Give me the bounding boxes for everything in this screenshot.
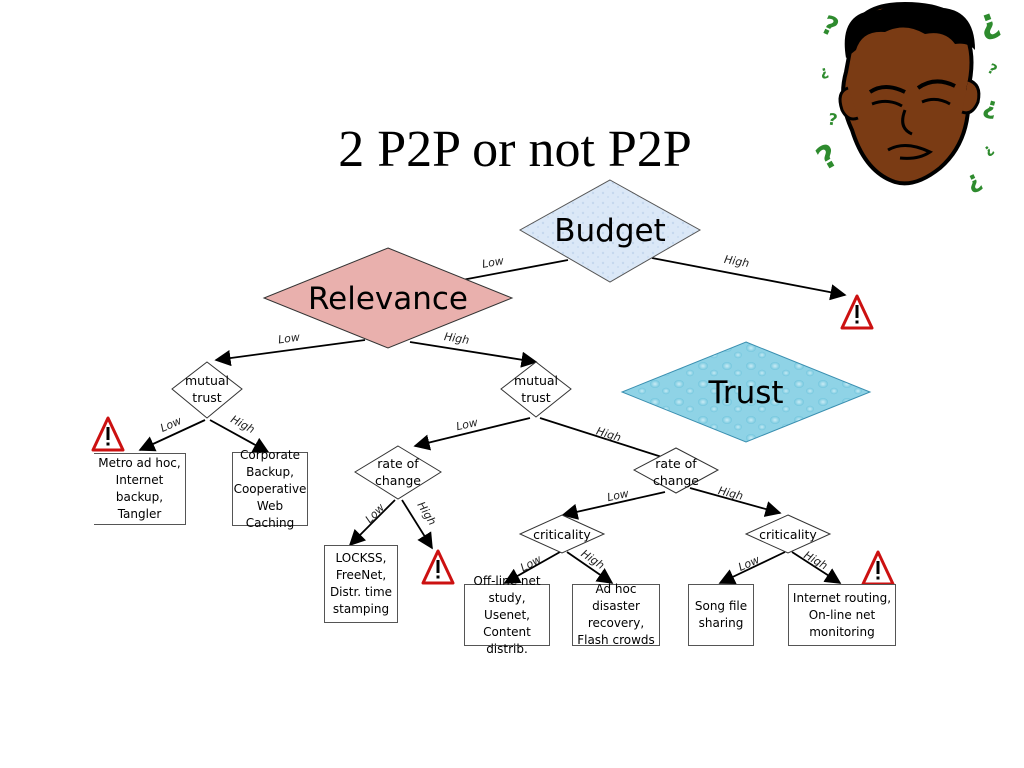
edge-roc-left-high	[401, 499, 433, 550]
rate-of-change-right-label: rate of change	[652, 456, 699, 488]
warning-triangle-icon	[91, 416, 125, 452]
edge-relevance-high	[409, 341, 538, 368]
rate-of-change-left-diamond	[354, 445, 442, 500]
edge-crit-left-high	[566, 551, 614, 584]
outcome-song-file-sharing: Song file sharing	[688, 584, 754, 646]
edge-crit-right-low	[718, 551, 786, 585]
warning-triangle-icon	[421, 549, 455, 585]
confused-face-icon	[838, 1, 981, 186]
outcome-ad-hoc-disaster: Ad hoc disaster recovery, Flash crowds	[572, 582, 660, 647]
mutual-trust-right-label: mutual trust	[513, 373, 559, 405]
warning-triangle-icon	[840, 294, 874, 330]
page-title: 2 P2P or not P2P	[338, 121, 692, 178]
relevance-label: Relevance	[307, 281, 468, 317]
mutual-trust-right-diamond	[500, 361, 572, 418]
rate-of-change-left-label: rate of change	[374, 456, 421, 488]
criticality-right-diamond	[744, 514, 832, 554]
edge-budget-high	[651, 257, 847, 301]
edge-relevance-low	[214, 339, 366, 367]
edge-budget-low	[461, 259, 569, 281]
edge-crit-right-high	[791, 551, 842, 584]
edge-roc-right-low	[561, 491, 666, 520]
criticality-right-label: criticality	[759, 527, 817, 542]
outcome-lockss: LOCKSS, FreeNet, Distr. time stamping	[324, 545, 398, 623]
outcome-offline-net-study: Off-line net study, Usenet, Content dist…	[464, 574, 550, 656]
edge-mt-right-low	[413, 417, 531, 451]
edge-mt-left-low	[138, 419, 206, 452]
criticality-left-diamond	[518, 514, 606, 554]
outcome-metro-ad-hoc: Metro ad hoc, Internet backup, Tangler	[94, 453, 186, 525]
trust-legend-label: Trust	[708, 375, 784, 411]
warning-triangle-icon	[861, 550, 895, 586]
criticality-left-label: criticality	[533, 527, 591, 542]
edge-mt-right-high	[539, 417, 666, 459]
edge-crit-left-low	[503, 551, 561, 584]
edge-mt-left-high	[209, 419, 270, 453]
budget-label: Budget	[554, 213, 666, 249]
rate-of-change-right-diamond	[632, 447, 720, 494]
edge-roc-right-high	[689, 487, 782, 517]
budget-diamond	[518, 179, 702, 283]
mutual-trust-left-label: mutual trust	[184, 373, 230, 405]
outcome-corporate-backup: Corporate Backup, Cooperative Web Cachin…	[232, 447, 308, 530]
trust-legend-diamond	[620, 341, 872, 443]
mutual-trust-left-diamond	[171, 361, 243, 419]
edge-roc-left-low	[348, 499, 396, 547]
outcome-internet-routing: Internet routing, On-line net monitoring	[788, 584, 896, 646]
relevance-diamond	[262, 247, 514, 349]
